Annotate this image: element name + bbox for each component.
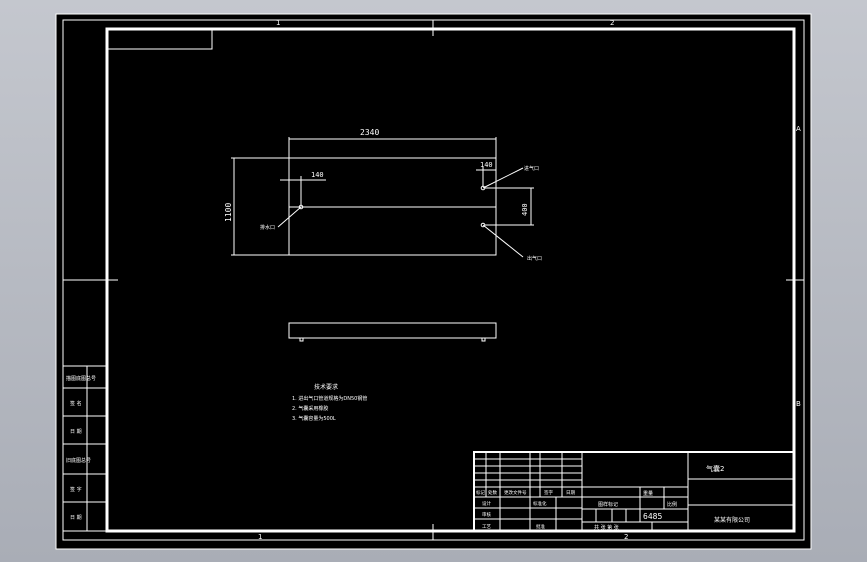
title-weight-value: 6485 — [643, 512, 662, 521]
revision-header-doc: 更改文件号 — [504, 489, 527, 496]
top-left-code-box — [106, 28, 213, 50]
stamp-cell-3: 日 期 — [70, 429, 82, 435]
leader-inlet — [482, 167, 524, 189]
zone-label-right-b: B — [796, 400, 801, 408]
port-outlet[interactable] — [480, 222, 486, 228]
side-view-outline[interactable] — [288, 322, 497, 339]
title-sheet-label: 共 张 第 张 — [594, 524, 619, 531]
drawing-sheet-background — [55, 13, 812, 550]
revision-header-sign: 签字 — [544, 489, 553, 496]
revision-header-date: 日期 — [566, 490, 575, 496]
plan-view[interactable] — [231, 137, 534, 258]
side-view-foot-left — [299, 337, 304, 342]
zone-ticks — [63, 20, 804, 540]
stamp-cell-4: 旧底图总号 — [66, 457, 91, 464]
dim-left-offset: 140 — [311, 171, 324, 179]
title-block-outline — [473, 451, 795, 532]
side-view[interactable] — [288, 322, 497, 342]
sign-row-review: 审核 — [482, 511, 491, 518]
revision-header-count: 处数 — [488, 489, 497, 496]
title-organization: 某某有限公司 — [714, 516, 750, 524]
port-drain[interactable] — [298, 204, 304, 210]
title-stage-label: 图样标记 — [598, 501, 618, 508]
dim-overall-height: 1100 — [224, 203, 233, 222]
side-view-foot-right — [481, 337, 486, 342]
leader-drain — [277, 206, 302, 228]
title-weight-label: 重量 — [643, 490, 653, 497]
port-inlet[interactable] — [480, 185, 486, 191]
sign-row-process: 工艺 — [482, 524, 491, 530]
dim-port-spacing: 400 — [521, 203, 529, 216]
callout-drain: 排水口 — [260, 224, 275, 231]
tech-requirement-1: 1. 进出气口管道规格为DN50钢管 — [292, 395, 367, 402]
callout-inlet: 进气口 — [524, 165, 539, 172]
stamp-cell-6: 日 期 — [70, 515, 82, 521]
zone-label-bottom-2: 2 — [624, 533, 628, 541]
dim-overall-width: 2340 — [360, 128, 379, 137]
zone-label-top-1: 1 — [276, 19, 280, 27]
callout-outlet: 出气口 — [527, 255, 542, 262]
title-scale-label: 比例 — [667, 501, 677, 508]
zone-label-top-2: 2 — [610, 19, 614, 27]
sign-row-standard: 标准化 — [533, 500, 547, 507]
title-drawing-name: 气囊2 — [706, 464, 724, 473]
sign-row-approve: 批准 — [536, 523, 545, 530]
tech-requirement-2: 2. 气囊采用橡胶 — [292, 405, 328, 412]
stamp-cell-2: 签 名 — [70, 400, 82, 407]
zone-label-right-a: A — [796, 125, 801, 133]
tech-requirements-title: 技术要求 — [314, 383, 338, 391]
leader-outlet — [482, 224, 524, 258]
stamp-cell-5: 签 字 — [70, 486, 82, 493]
sign-row-design: 设计 — [482, 500, 491, 507]
revision-header-mark: 标记 — [476, 489, 485, 496]
zone-label-bottom-1: 1 — [258, 533, 262, 541]
title-block[interactable] — [473, 451, 795, 532]
stamp-cell-1: 描图底图总号 — [66, 375, 96, 382]
tech-requirement-3: 3. 气囊容量为500L — [292, 415, 336, 422]
dim-right-offset: 140 — [480, 161, 493, 169]
left-stamp-table — [62, 365, 108, 532]
